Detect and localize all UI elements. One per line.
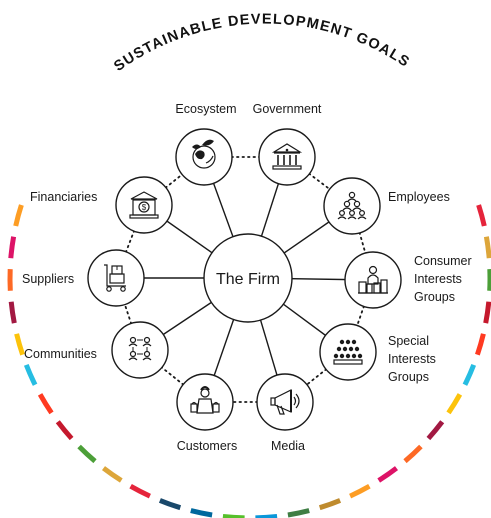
sdg-ring-segment	[287, 508, 310, 518]
node-circle	[319, 323, 377, 381]
consumer-groups-icon	[358, 265, 388, 294]
sdg-ring-segment	[483, 301, 491, 324]
stakeholder-label-employees: Employees	[388, 190, 450, 204]
stakeholder-node-customers: Customers	[176, 373, 237, 453]
sdg-ring-segment	[129, 484, 151, 499]
node-circle	[323, 177, 381, 235]
sdg-ring-segment	[462, 363, 477, 386]
node-circle	[258, 128, 316, 186]
sdg-ring-segment	[37, 393, 54, 415]
sdg-ring-segment	[8, 236, 17, 259]
sdg-ring-segment	[14, 333, 25, 356]
sdg-ring-segment	[8, 301, 17, 324]
sdg-ring-segment	[377, 466, 399, 483]
sdg-ring-segment	[158, 498, 182, 511]
stakeholder-node-financiers: $ Financiaries	[30, 176, 173, 234]
stakeholder-label-customers: Customers	[177, 439, 237, 453]
sdg-ring-segment	[446, 393, 463, 415]
supplier-hand-truck-icon	[104, 264, 126, 292]
node-circle	[87, 249, 145, 307]
sdg-ring-segment	[77, 444, 97, 464]
firm-label: The Firm	[216, 271, 280, 288]
sdg-ring-segment	[476, 204, 487, 227]
sdg-title: SUSTAINABLE DEVELOPMENT GOALS	[111, 12, 412, 75]
stakeholder-node-communities: Communities	[24, 321, 169, 379]
node-circle	[111, 321, 169, 379]
stakeholder-label-ecosystem: Ecosystem	[175, 102, 236, 116]
customers-shopping-icon	[190, 386, 220, 414]
sdg-ring-segment	[190, 508, 213, 518]
stakeholder-node-employees: Employees	[323, 177, 450, 235]
sdg-ring-segment	[23, 363, 38, 386]
sdg-ring-segment	[403, 444, 423, 464]
firm-circle	[203, 233, 293, 323]
node-circle	[176, 373, 234, 431]
stakeholder-label-government: Government	[253, 102, 322, 116]
sdg-ring-segment	[483, 236, 491, 259]
stakeholder-node-suppliers: Suppliers	[22, 249, 145, 307]
svg-text:$: $	[142, 203, 147, 212]
node-circle	[175, 128, 233, 186]
node-circle	[344, 251, 402, 309]
node-circle	[256, 373, 314, 431]
stakeholder-node-media: Media	[256, 373, 314, 453]
sdg-ring-segment	[349, 484, 371, 499]
stakeholder-node-government: Government	[253, 102, 322, 186]
stakeholder-label-suppliers: Suppliers	[22, 272, 74, 286]
stakeholder-label-financiers: Financiaries	[30, 190, 97, 204]
bank-dollar-icon: $	[129, 191, 159, 219]
special-interest-groups-icon	[333, 339, 363, 365]
stakeholder-node-ecosystem: Ecosystem	[175, 102, 237, 186]
ecosystem-icon	[192, 139, 216, 169]
sdg-ring-segment	[318, 498, 342, 511]
stakeholder-label-communities: Communities	[24, 347, 97, 361]
employees-pyramid-icon	[337, 191, 367, 220]
sdg-ring-segment	[13, 204, 24, 227]
sdg-ring-segment	[426, 420, 445, 441]
node-circle	[115, 176, 173, 234]
sdg-ring-segment	[101, 466, 123, 483]
sdg-ring-segment	[475, 333, 486, 356]
megaphone-icon	[270, 389, 300, 415]
sdg-ring-segment	[55, 420, 74, 441]
government-building-icon	[271, 143, 303, 170]
community-network-icon	[128, 336, 152, 361]
stakeholder-label-media: Media	[271, 439, 305, 453]
